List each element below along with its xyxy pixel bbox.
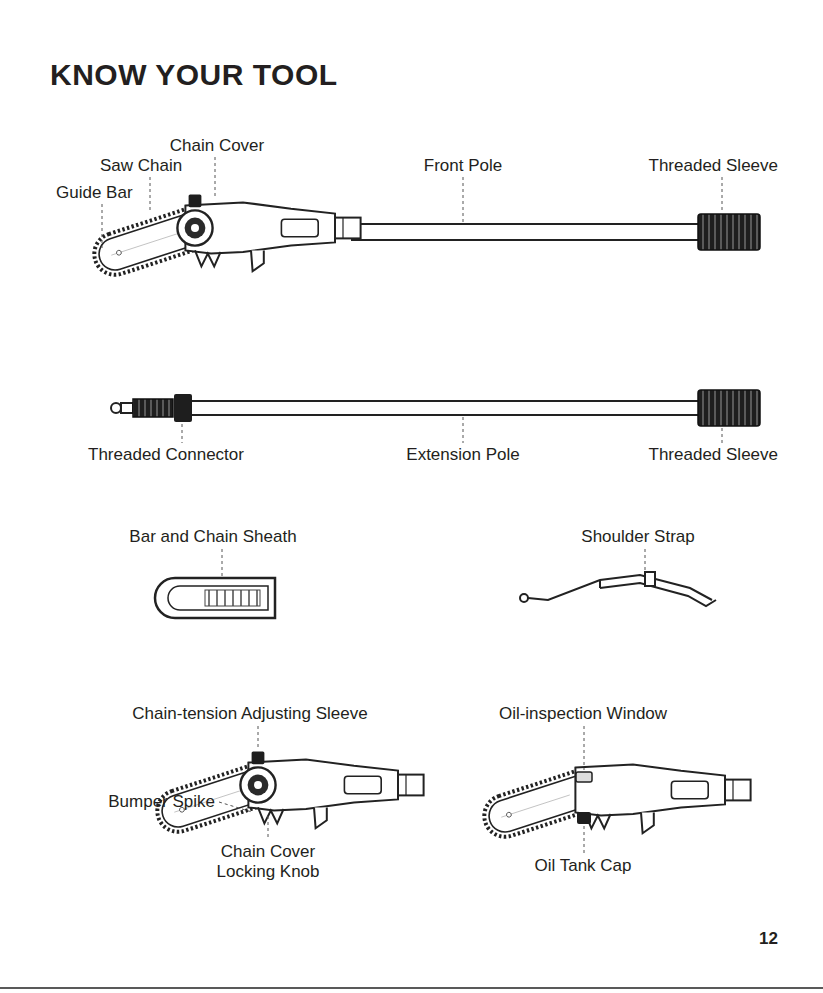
- part-label: Threaded Sleeve: [649, 156, 778, 176]
- part-label: Chain Cover: [170, 136, 265, 156]
- part-label: Bar and Chain Sheath: [129, 527, 296, 547]
- pole-saw-head: [89, 194, 760, 280]
- threaded-sleeve: [698, 214, 760, 250]
- oil-tank-cap: [577, 812, 591, 824]
- page-title: KNOW YOUR TOOL: [50, 58, 338, 92]
- page-number: 12: [759, 929, 778, 949]
- part-label: Bumper Spike: [108, 792, 215, 812]
- oil-window: [576, 772, 592, 782]
- part-label: Chain Cover Locking Knob: [198, 842, 338, 883]
- part-label: Oil-inspection Window: [499, 704, 667, 724]
- page-rule: [0, 987, 823, 989]
- shoulder-strap: [520, 572, 716, 606]
- extension-pole: [111, 390, 760, 426]
- part-label: Extension Pole: [406, 445, 519, 465]
- front-pole: [352, 224, 700, 240]
- bar-sheath: [155, 578, 275, 618]
- part-label: Guide Bar: [56, 183, 133, 203]
- leader-lines: [102, 157, 722, 854]
- part-label: Chain-tension Adjusting Sleeve: [132, 704, 367, 724]
- part-label: Oil Tank Cap: [534, 856, 631, 876]
- part-label: Saw Chain: [100, 156, 182, 176]
- saw-head-oil-side: [479, 764, 751, 842]
- part-label: Threaded Connector: [88, 445, 244, 465]
- part-label: Front Pole: [424, 156, 502, 176]
- part-label: Shoulder Strap: [581, 527, 694, 547]
- part-label: Threaded Sleeve: [649, 445, 778, 465]
